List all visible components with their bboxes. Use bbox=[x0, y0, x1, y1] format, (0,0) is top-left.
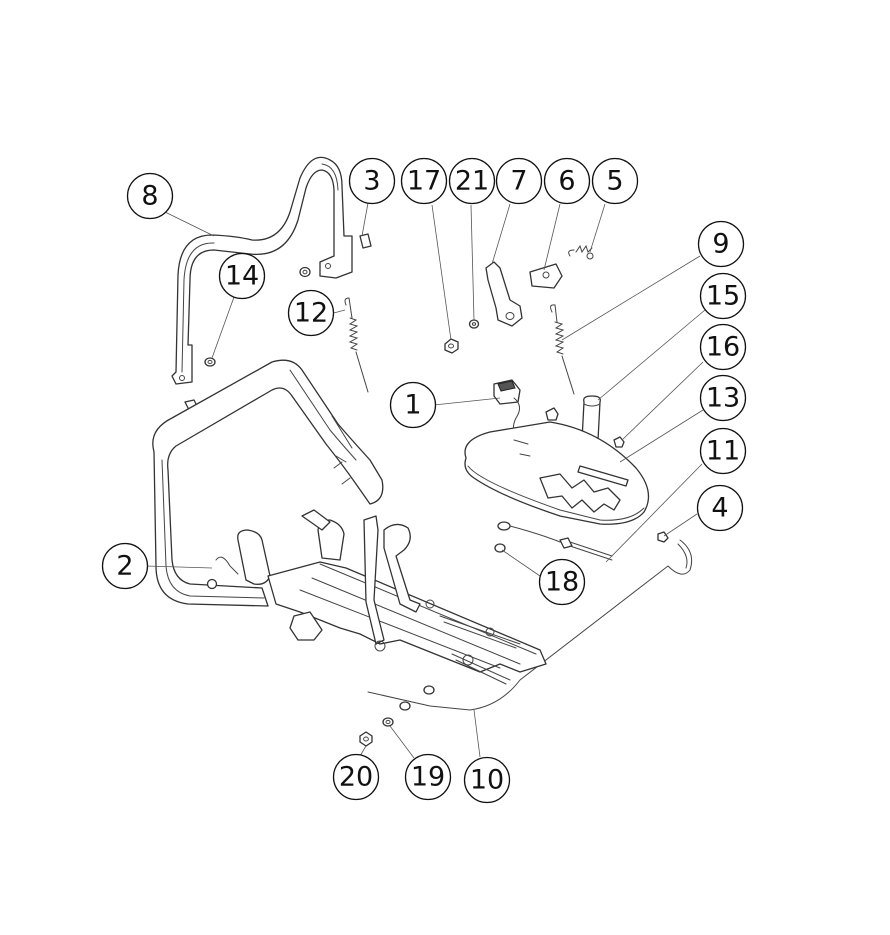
part-6-bracket bbox=[529, 263, 563, 289]
callout-17: 17 bbox=[400, 157, 448, 205]
part-7-lever bbox=[485, 261, 523, 327]
svg-text:17: 17 bbox=[407, 166, 441, 197]
svg-text:2: 2 bbox=[116, 551, 133, 582]
part-13-shifter-plate bbox=[464, 421, 650, 525]
callout-12: 12 bbox=[287, 289, 335, 337]
part-9-spring bbox=[550, 304, 575, 395]
callout-11: 11 bbox=[699, 427, 747, 475]
svg-text:7: 7 bbox=[510, 166, 527, 197]
part-12-spring bbox=[344, 297, 369, 393]
callout-13: 13 bbox=[699, 374, 747, 422]
svg-text:15: 15 bbox=[706, 281, 740, 312]
callout-16: 16 bbox=[699, 323, 747, 371]
part-17-nut bbox=[444, 338, 459, 354]
callout-6: 6 bbox=[543, 157, 591, 205]
svg-text:1: 1 bbox=[404, 390, 421, 421]
svg-text:9: 9 bbox=[712, 229, 729, 260]
svg-text:12: 12 bbox=[294, 298, 328, 329]
svg-text:10: 10 bbox=[470, 765, 504, 796]
svg-text:16: 16 bbox=[706, 332, 740, 363]
callout-7: 7 bbox=[495, 157, 543, 205]
bolt-right bbox=[613, 436, 625, 448]
part-11-rod bbox=[497, 521, 613, 561]
svg-text:6: 6 bbox=[558, 166, 575, 197]
callout-4: 4 bbox=[696, 484, 744, 532]
svg-text:20: 20 bbox=[339, 762, 373, 793]
part-2-handle-frame bbox=[152, 359, 547, 685]
small-washers-bottom bbox=[399, 685, 435, 711]
svg-text:18: 18 bbox=[545, 567, 579, 598]
callout-2: 2 bbox=[101, 542, 149, 590]
svg-text:13: 13 bbox=[706, 383, 740, 414]
part-14-washer bbox=[204, 357, 216, 367]
part-10-cable bbox=[367, 539, 693, 711]
nut-near-8 bbox=[299, 266, 311, 278]
svg-text:19: 19 bbox=[411, 762, 445, 793]
callout-18: 18 bbox=[538, 558, 586, 606]
part-3-clip bbox=[359, 233, 372, 249]
svg-text:4: 4 bbox=[711, 493, 728, 524]
part-20-nut bbox=[359, 731, 373, 747]
callout-21: 21 bbox=[448, 157, 496, 205]
part-21-washer bbox=[468, 319, 480, 329]
svg-text:21: 21 bbox=[455, 166, 489, 197]
svg-text:11: 11 bbox=[706, 436, 740, 467]
part-5-spring bbox=[568, 244, 594, 260]
part-8-rear-bar bbox=[171, 156, 353, 385]
part-4-nut bbox=[657, 531, 669, 543]
callout-14: 14 bbox=[218, 252, 266, 300]
callout-9: 9 bbox=[697, 220, 745, 268]
callout-3: 3 bbox=[348, 157, 396, 205]
part-19-washer bbox=[382, 717, 394, 727]
callout-19: 19 bbox=[404, 753, 452, 801]
svg-text:8: 8 bbox=[141, 181, 158, 212]
leader-lines bbox=[145, 202, 706, 759]
callout-8: 8 bbox=[126, 172, 174, 220]
svg-text:3: 3 bbox=[363, 166, 380, 197]
part-16-bolt bbox=[545, 407, 559, 421]
callout-15: 15 bbox=[699, 272, 747, 320]
callout-10: 10 bbox=[463, 756, 511, 804]
svg-text:14: 14 bbox=[225, 261, 259, 292]
callout-1: 1 bbox=[389, 381, 437, 429]
callout-5: 5 bbox=[591, 157, 639, 205]
callout-20: 20 bbox=[332, 753, 380, 801]
svg-text:5: 5 bbox=[606, 166, 623, 197]
